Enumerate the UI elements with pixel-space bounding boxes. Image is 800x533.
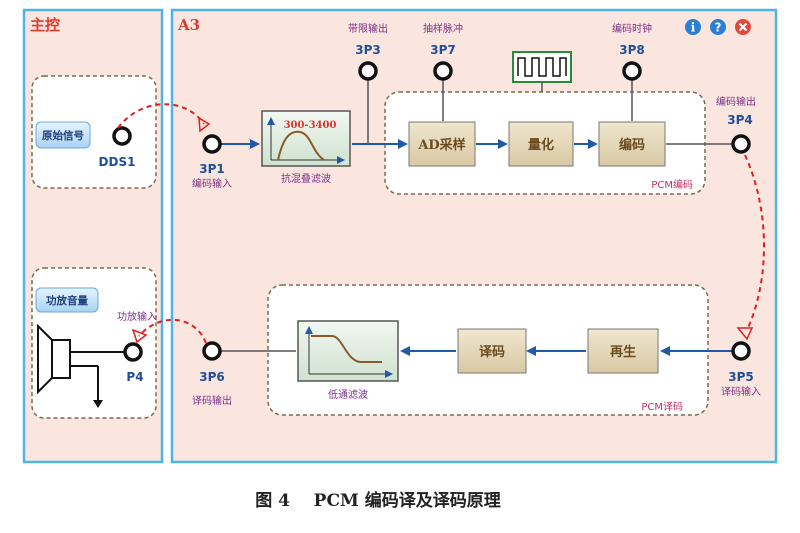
3p7-top-label: 抽样脉冲	[423, 22, 463, 35]
close-icon[interactable]	[735, 19, 751, 35]
quantize-label: 量化	[528, 137, 554, 153]
p4-label: P4	[126, 370, 143, 384]
3p8-node[interactable]	[622, 61, 642, 81]
decode-label: 译码	[479, 345, 505, 360]
anti-alias-filter	[261, 110, 351, 167]
svg-text:?: ?	[715, 21, 722, 35]
3p4-to-3p5-link	[744, 154, 765, 331]
amp-volume-label: 功放音量	[46, 294, 88, 307]
3p5-sub-label: 译码输入	[721, 385, 761, 398]
pulse-waveform-icon	[512, 51, 572, 92]
regenerate-block	[587, 328, 659, 374]
amp-volume-button[interactable]	[35, 287, 99, 313]
3p4-label: 3P4	[727, 113, 753, 127]
3p8-label: 3P8	[619, 43, 645, 57]
3p3-node[interactable]	[358, 61, 378, 81]
signal-button-label: 原始信号	[42, 129, 84, 142]
dds1-to-3p1-link	[117, 103, 205, 129]
3p7-node[interactable]	[433, 61, 453, 81]
quantize-block	[508, 121, 574, 167]
speaker-icon	[37, 323, 124, 408]
ad-sampling-label: AD采样	[417, 137, 465, 153]
dds1-node[interactable]	[112, 126, 132, 146]
svg-text:i: i	[691, 21, 696, 35]
3p1-label: 3P1	[199, 162, 225, 176]
3p4-top-label: 编码输出	[716, 95, 756, 108]
3p5-node[interactable]	[731, 341, 751, 361]
encode-block	[598, 121, 666, 167]
signal-button[interactable]	[35, 121, 91, 149]
filter-range: 300-3400	[284, 120, 337, 131]
3p3-top-label: 带限输出	[348, 22, 388, 35]
3p6-sub-label: 译码输出	[192, 394, 232, 407]
figure-caption: 图 4 PCM 编码译及译码原理	[255, 490, 500, 511]
low-pass-filter-label: 低通滤波	[328, 388, 368, 401]
low-pass-filter	[297, 320, 399, 382]
3p3-label: 3P3	[355, 43, 381, 57]
dds1-label: DDS1	[99, 155, 136, 169]
3p5-label: 3P5	[728, 370, 754, 384]
3p7-label: 3P7	[430, 43, 456, 57]
signal-module	[31, 75, 157, 189]
3p6-label: 3P6	[199, 370, 225, 384]
decode-block	[457, 328, 527, 374]
3p1-node[interactable]	[202, 134, 222, 154]
3p6-to-p4-link	[138, 319, 207, 344]
left-panel-title: 主控	[30, 16, 60, 34]
3p1-sub-label: 编码输入	[192, 177, 232, 190]
help-icon[interactable]: ?	[710, 19, 726, 35]
pcm-decoder-label: PCM译码	[641, 401, 683, 413]
3p8-top-label: 编码时钟	[612, 22, 652, 35]
3p4-node[interactable]	[731, 134, 751, 154]
amp-input-label: 功放输入	[117, 310, 157, 323]
pcm-encoder-label: PCM编码	[651, 178, 693, 191]
encode-label: 编码	[619, 137, 645, 153]
right-panel-title: A3	[177, 16, 200, 34]
regenerate-label: 再生	[610, 344, 636, 360]
p4-node[interactable]	[123, 342, 143, 362]
ad-sampling-block	[408, 121, 476, 167]
3p6-node[interactable]	[202, 341, 222, 361]
anti-alias-filter-label: 抗混叠滤波	[281, 172, 331, 185]
info-icon[interactable]: i	[685, 19, 701, 35]
